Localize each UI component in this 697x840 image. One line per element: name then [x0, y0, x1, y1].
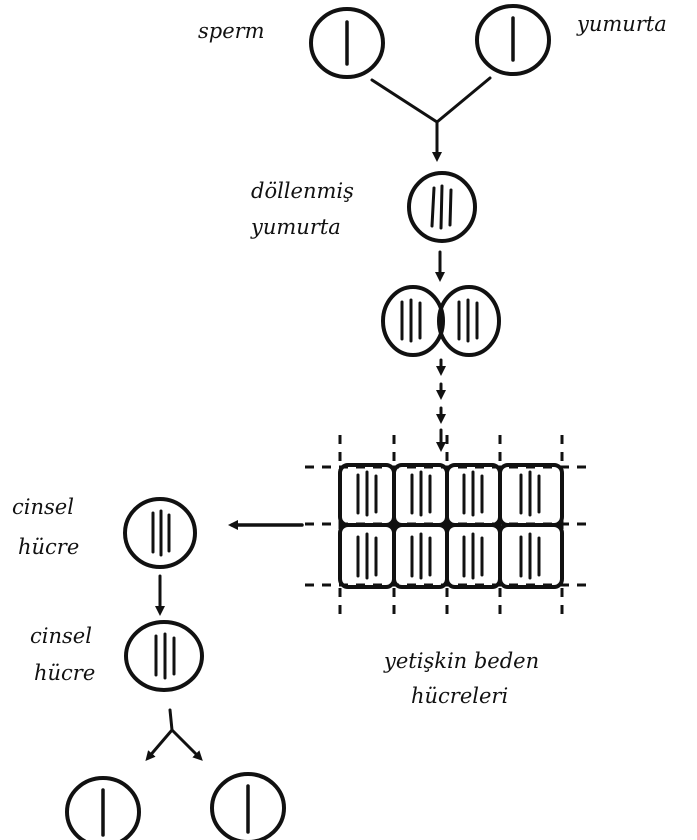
germ-cell-2-label-line1: cinsel — [30, 622, 92, 650]
body-cells-label-line2: hücreleri — [411, 682, 508, 710]
body-cells-label-line1: yetişkin beden — [384, 647, 539, 675]
meiosis-arrows — [148, 710, 200, 758]
two-cell-embryo — [383, 287, 499, 355]
germ-cell-1 — [125, 499, 195, 567]
germ-cell-2-label-line2: hücre — [34, 659, 95, 687]
sperm-cell — [311, 9, 383, 77]
fertilization-arrow — [372, 78, 490, 158]
egg-label: yumurta — [577, 10, 667, 38]
fertilized-egg-label-line1: döllenmiş — [251, 177, 354, 205]
germ-cell-1-label-line1: cinsel — [12, 493, 74, 521]
gamete-right — [212, 774, 284, 840]
egg-cell — [477, 6, 549, 74]
adult-body-cells-grid — [305, 435, 590, 618]
germ-cell-1-label-line2: hücre — [18, 533, 79, 561]
fertilized-egg-cell — [409, 173, 475, 241]
germ-cell-2 — [126, 622, 202, 690]
gamete-left — [67, 778, 139, 840]
fertilized-egg-label-line2: yumurta — [251, 213, 341, 241]
sperm-label: sperm — [198, 17, 265, 45]
